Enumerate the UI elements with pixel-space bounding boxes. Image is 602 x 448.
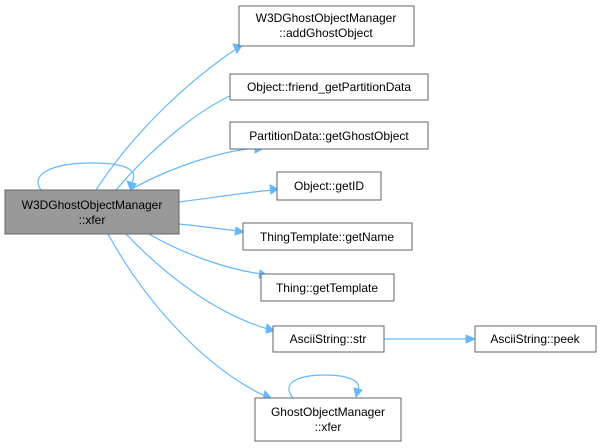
edge-root-to-get-id xyxy=(178,189,273,203)
node-add-ghost-object-line2: ::addGhostObject xyxy=(279,26,373,40)
node-ghost-xfer-line1: GhostObjectManager xyxy=(271,405,385,419)
edge-root-self-loop xyxy=(37,162,135,191)
edge-arrowhead xyxy=(265,322,275,334)
node-get-template[interactable]: Thing::getTemplate xyxy=(260,273,395,302)
node-root[interactable]: W3DGhostObjectManager ::xfer xyxy=(4,189,180,235)
edge-arrowhead xyxy=(269,184,279,195)
node-friend-get-partition-data[interactable]: Object::friend_getPartitionData xyxy=(229,73,429,101)
node-ghost-xfer[interactable]: GhostObjectManager ::xfer xyxy=(254,397,402,442)
edge-root-to-ghost-xfer xyxy=(107,233,266,397)
edge-arrowhead xyxy=(465,334,477,344)
node-get-ghost-object[interactable]: PartitionData::getGhostObject xyxy=(229,121,429,150)
node-friend-get-partition-data-label: Object::friend_getPartitionData xyxy=(247,80,411,94)
node-get-ghost-object-label: PartitionData::getGhostObject xyxy=(249,129,409,143)
edge-arrowhead xyxy=(353,387,363,399)
node-ascii-peek-label: AsciiString::peek xyxy=(490,332,580,346)
node-add-ghost-object-line1: W3DGhostObjectManager xyxy=(256,11,397,25)
node-ascii-str-label: AsciiString::str xyxy=(290,332,367,346)
node-root-line2: ::xfer xyxy=(79,213,106,227)
node-root-line1: W3DGhostObjectManager xyxy=(22,198,163,212)
node-add-ghost-object[interactable]: W3DGhostObjectManager ::addGhostObject xyxy=(238,5,415,47)
node-get-id-label: Object::getID xyxy=(294,179,364,193)
node-ghost-xfer-line2: ::xfer xyxy=(315,420,342,434)
edge-root-to-ascii-str xyxy=(125,233,269,330)
node-get-name[interactable]: ThingTemplate::getName xyxy=(242,222,413,251)
node-ascii-peek[interactable]: AsciiString::peek xyxy=(474,325,597,353)
node-ascii-str[interactable]: AsciiString::str xyxy=(272,325,385,353)
edge-root-to-get-name xyxy=(178,223,239,232)
node-get-id[interactable]: Object::getID xyxy=(276,171,382,201)
edge-root-to-add-ghost-object xyxy=(95,48,237,191)
edge-arrowhead xyxy=(234,226,246,236)
edge-ghost-xfer-self-loop xyxy=(288,374,360,399)
edge-root-to-get-template xyxy=(148,233,263,275)
edge-root-to-friend-get-partition-data xyxy=(115,94,233,191)
node-get-name-label: ThingTemplate::getName xyxy=(260,230,394,244)
node-get-template-label: Thing::getTemplate xyxy=(276,281,378,295)
